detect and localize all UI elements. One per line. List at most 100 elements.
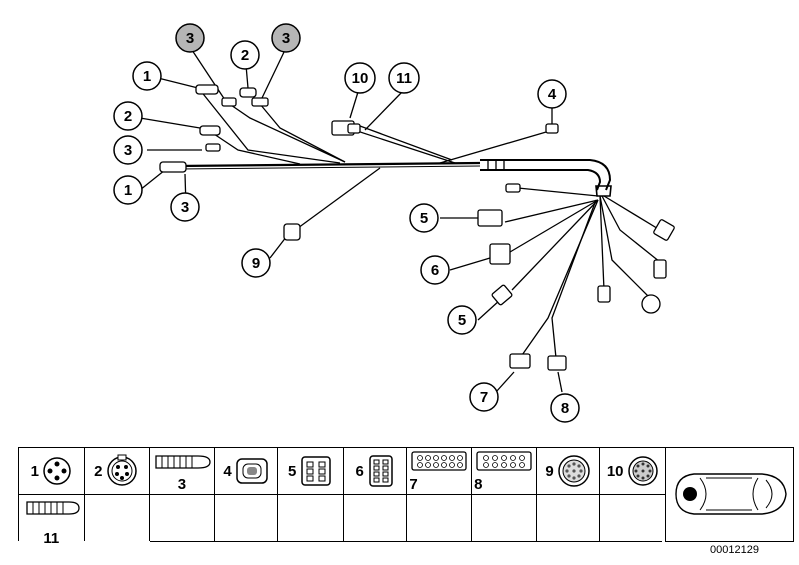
legend-empty-cell xyxy=(342,494,408,541)
legend-number: 8 xyxy=(474,476,483,493)
legend-cell-6: 6 xyxy=(342,447,408,495)
svg-text:1: 1 xyxy=(143,68,151,85)
connector-9 xyxy=(283,223,301,241)
12-pin-flat-connector-icon xyxy=(411,451,468,471)
svg-text:11: 11 xyxy=(396,70,412,87)
2-pin-flat-connector-icon xyxy=(235,458,268,484)
svg-text:3: 3 xyxy=(124,142,132,159)
svg-text:3: 3 xyxy=(186,30,194,47)
connector-5-lower xyxy=(491,284,513,306)
callout-3-top-left: 3 xyxy=(175,23,205,53)
rubber-grommet-icon xyxy=(155,455,211,469)
legend-empty-cell xyxy=(471,494,537,541)
round-multi-pin-connector-large-icon xyxy=(627,456,658,486)
connector-right-top xyxy=(653,219,675,241)
connector-3-upper xyxy=(221,97,237,107)
callout-3-left: 3 xyxy=(113,135,143,165)
round-multi-pin-connector-icon xyxy=(557,455,590,487)
legend-empty-cell xyxy=(149,494,215,541)
harness-wires xyxy=(139,46,661,393)
svg-text:8: 8 xyxy=(561,400,569,417)
legend-empty-cell xyxy=(535,494,601,541)
connector-8 xyxy=(547,355,567,371)
round-6-pin-connector-icon xyxy=(107,454,138,486)
legend-cell-1: 1 xyxy=(18,447,85,495)
long-grommet-icon xyxy=(26,501,80,515)
callout-1-upper: 1 xyxy=(132,61,162,91)
6-pin-connector-icon xyxy=(301,456,332,486)
connector-2-upper xyxy=(239,87,257,98)
wiring-harness-diagram: 3 2 3 1 10 11 4 2 xyxy=(113,23,675,423)
connector-4 xyxy=(545,123,559,134)
callout-5-upper: 5 xyxy=(409,203,439,233)
legend-cell-10: 10 xyxy=(599,447,667,495)
svg-text:10: 10 xyxy=(352,70,369,87)
legend-number: 10 xyxy=(606,462,624,480)
callout-1-lower: 1 xyxy=(113,175,143,205)
callout-9: 9 xyxy=(241,248,271,278)
legend-table: 1 2 xyxy=(18,447,794,547)
connector-right-round xyxy=(641,294,661,314)
document-number: 00012129 xyxy=(710,544,759,556)
legend-cell-vehicle xyxy=(665,447,794,542)
callout-4: 4 xyxy=(537,79,567,109)
legend-cell-7: 7 xyxy=(406,447,473,495)
callout-2-left: 2 xyxy=(113,101,143,131)
callout-5-lower: 5 xyxy=(447,305,477,335)
callout-6: 6 xyxy=(420,255,450,285)
legend-number: 6 xyxy=(355,462,364,480)
legend-number: 7 xyxy=(409,476,418,493)
connector-5-upper xyxy=(477,209,503,227)
svg-text:3: 3 xyxy=(181,199,189,216)
svg-text:7: 7 xyxy=(480,389,488,406)
svg-text:1: 1 xyxy=(124,182,132,199)
legend-cell-4: 4 xyxy=(213,447,279,495)
legend-number: 1 xyxy=(30,462,39,480)
legend-cell-9: 9 xyxy=(535,447,601,495)
callout-3-top-right: 3 xyxy=(271,23,301,53)
connector-3-left xyxy=(205,143,221,152)
connector-right-mid xyxy=(653,259,667,279)
callout-8: 8 xyxy=(550,393,580,423)
connector-11 xyxy=(347,123,361,134)
legend-number: 5 xyxy=(287,462,297,480)
legend-empty-cell xyxy=(213,494,279,541)
svg-text:5: 5 xyxy=(458,312,466,329)
legend-number: 3 xyxy=(177,476,187,493)
connector-3-upper-right xyxy=(251,97,269,107)
svg-text:3: 3 xyxy=(282,30,290,47)
svg-text:2: 2 xyxy=(241,47,249,64)
legend-cell-11: 11 xyxy=(18,494,85,547)
legend-empty-cell xyxy=(277,494,344,541)
legend-number: 9 xyxy=(545,462,554,480)
connector-right-low xyxy=(597,285,611,303)
legend-empty-cell xyxy=(406,494,473,541)
connector-6 xyxy=(489,243,511,265)
callout-10: 10 xyxy=(344,62,376,94)
connectors xyxy=(159,84,675,371)
connector-2-left xyxy=(199,125,221,136)
legend-cell-5: 5 xyxy=(277,447,344,495)
legend-number: 4 xyxy=(223,462,232,480)
legend-bottom-rule xyxy=(150,541,662,542)
8-pin-connector-icon xyxy=(369,455,393,487)
svg-text:2: 2 xyxy=(124,108,132,125)
callout-2-top: 2 xyxy=(230,40,260,70)
10-pin-flat-connector-icon xyxy=(476,451,532,471)
connector-small-top xyxy=(505,183,521,193)
svg-text:9: 9 xyxy=(252,255,260,272)
connector-legend: 1 2 xyxy=(18,447,794,547)
car-top-view-icon xyxy=(674,473,787,515)
legend-cell-8: 8 xyxy=(471,447,537,495)
legend-cell-2: 2 xyxy=(83,447,151,495)
svg-text:6: 6 xyxy=(431,262,439,279)
legend-cell-3: 3 xyxy=(149,447,215,495)
legend-number: 11 xyxy=(43,530,60,547)
svg-text:5: 5 xyxy=(420,210,428,227)
round-4-pin-connector-icon xyxy=(43,457,71,485)
connector-7 xyxy=(509,353,531,369)
legend-number: 2 xyxy=(94,462,103,480)
connector-1-upper xyxy=(195,84,219,95)
callout-3-lower: 3 xyxy=(170,192,200,222)
callout-11: 11 xyxy=(388,62,420,94)
